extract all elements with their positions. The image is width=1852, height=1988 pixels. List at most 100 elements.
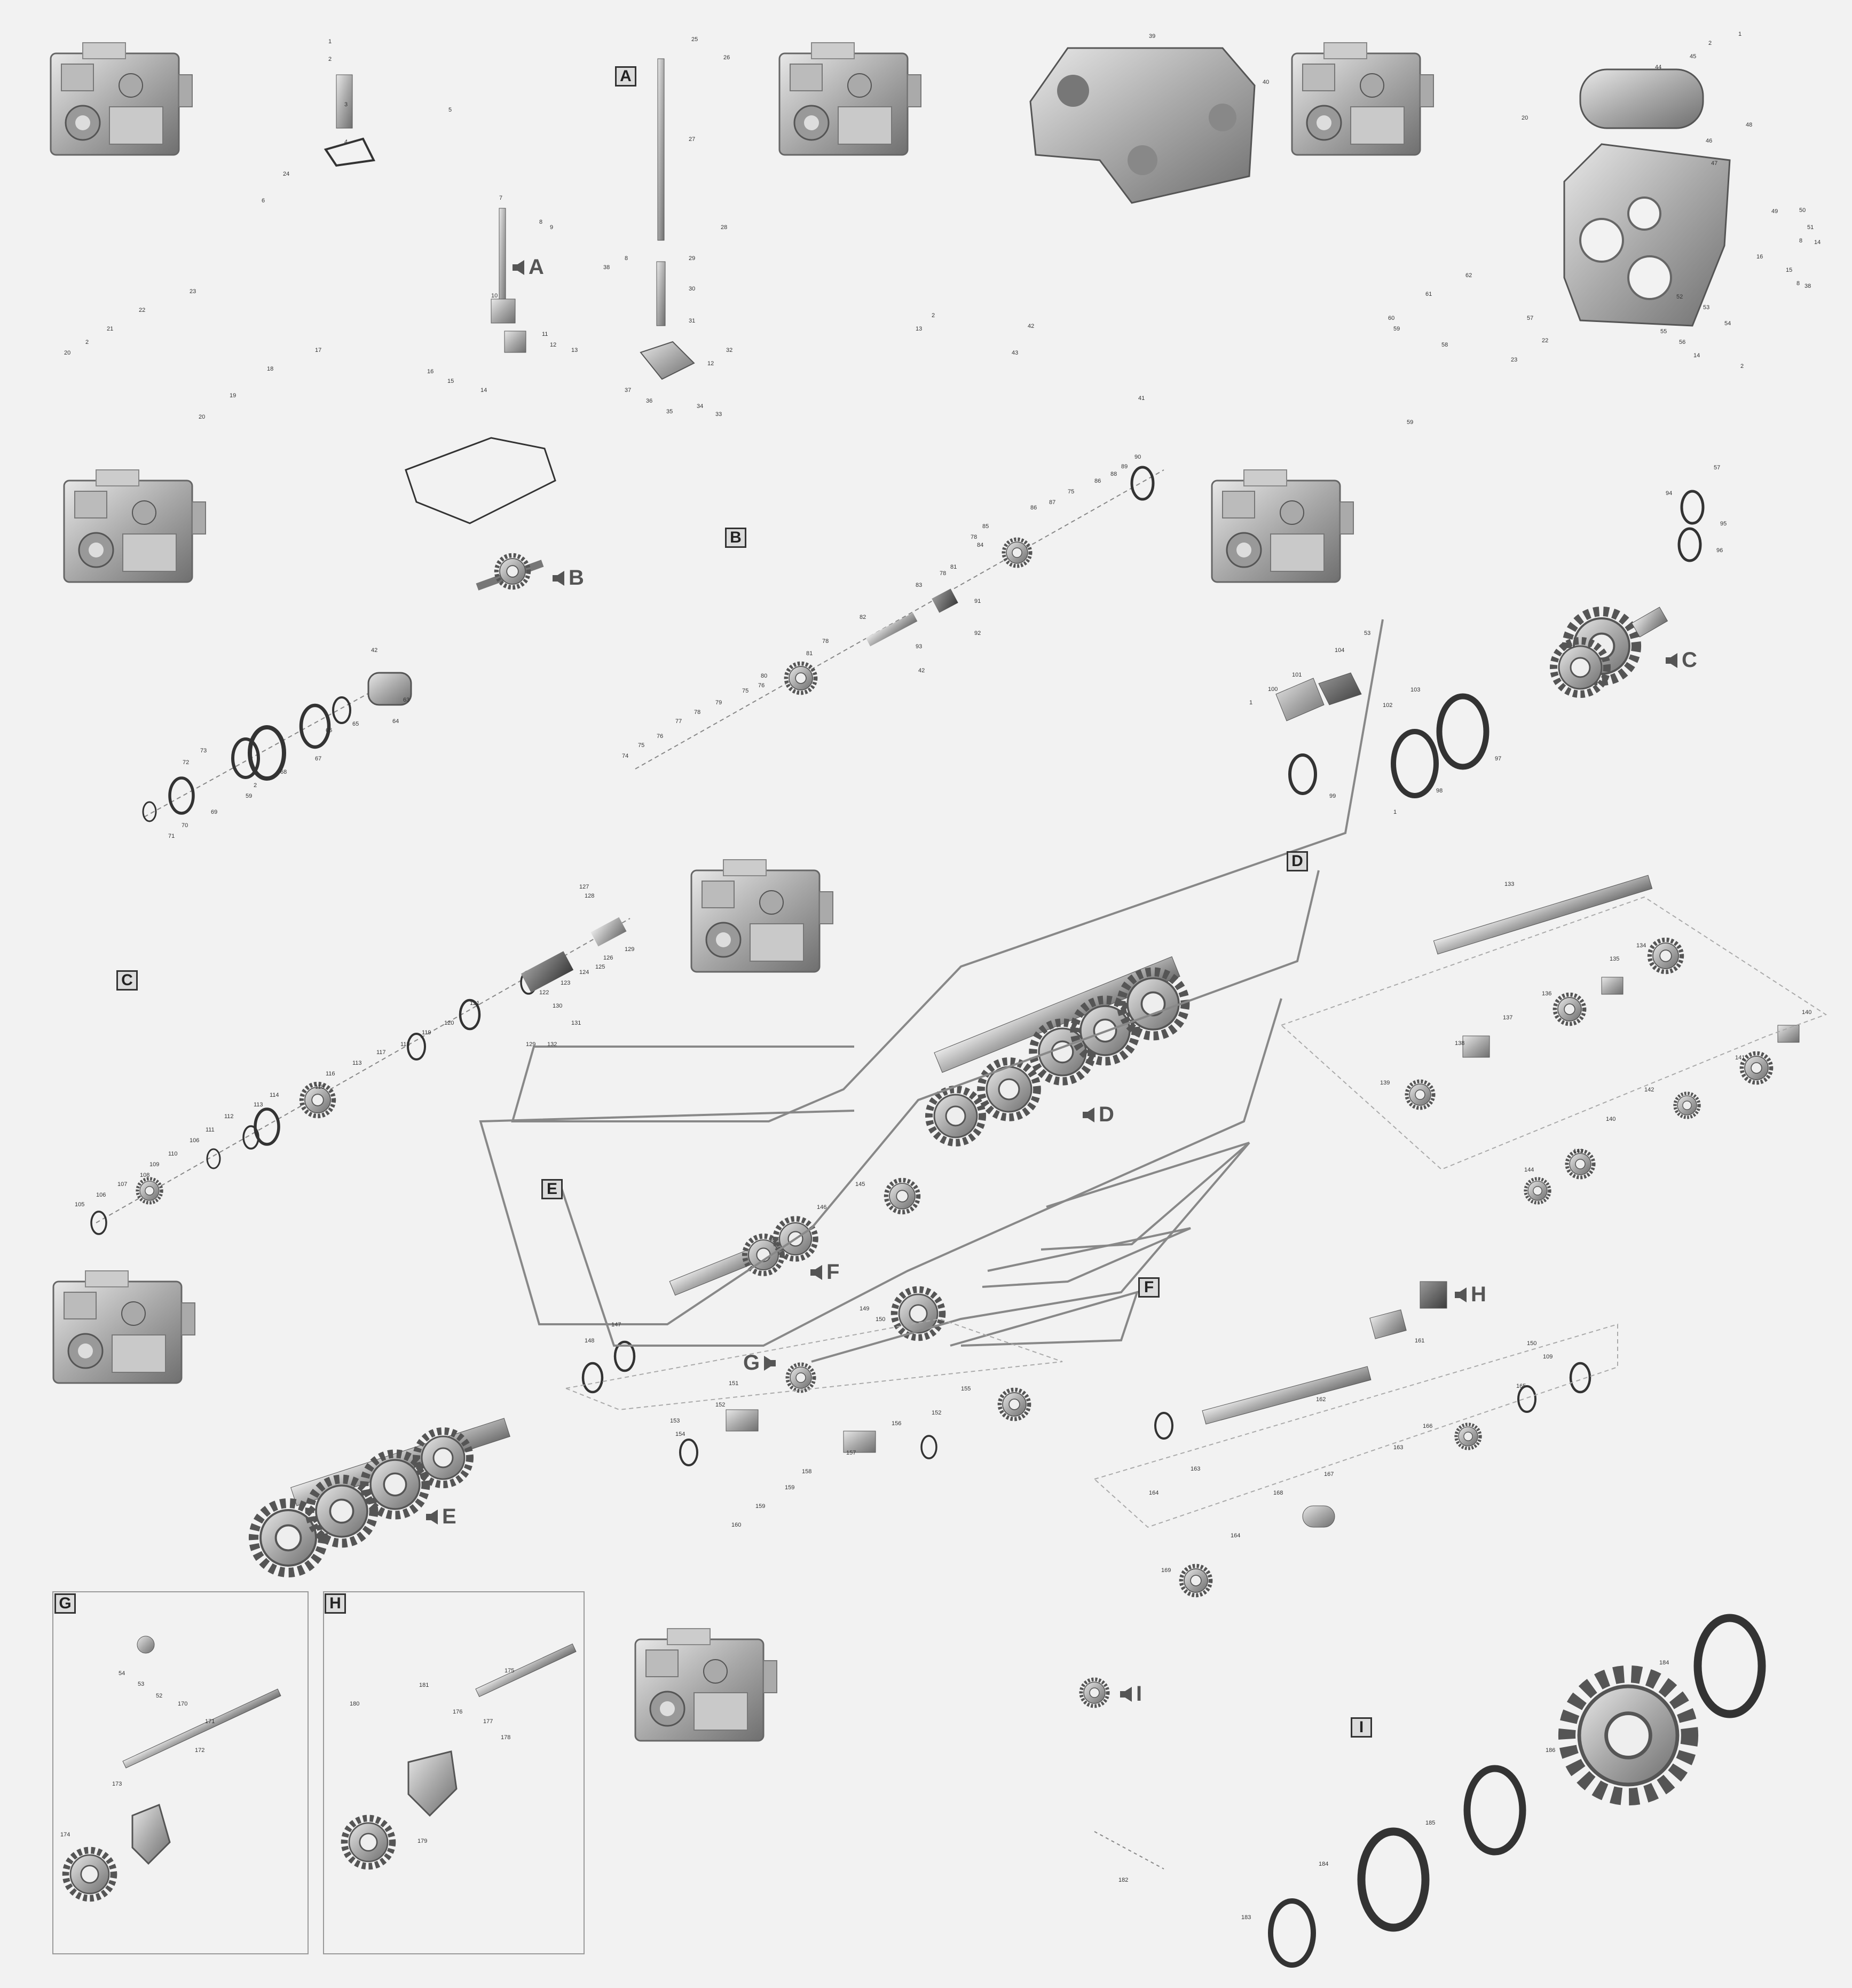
part-number-label: 22	[1542, 337, 1549, 344]
part-number-label: 1	[1393, 809, 1397, 815]
part-number-label: 2	[85, 339, 89, 345]
part-number-label: 150	[1527, 1340, 1537, 1347]
callout-i: I	[1120, 1682, 1142, 1706]
part-number-label: 143	[1573, 1148, 1583, 1154]
part-number-label: 15	[447, 378, 454, 384]
part-number-label: 61	[1425, 291, 1432, 297]
part-number-label: 171	[205, 1718, 215, 1725]
part-number-label: 153	[670, 1418, 680, 1424]
part-number-label: 106	[96, 1192, 106, 1198]
part-number-label: 121	[470, 1000, 480, 1007]
part-number-label: 137	[1503, 1015, 1513, 1021]
callout-c: C	[1666, 648, 1697, 672]
part-number-label: 41	[1138, 395, 1145, 402]
arrow-left-icon	[1120, 1686, 1132, 1702]
part-number-label: 78	[694, 709, 701, 716]
part-number-label: 73	[200, 748, 207, 754]
part-number-label: 14	[1693, 352, 1700, 359]
part-number-label: 38	[603, 264, 610, 271]
part-number-label: 108	[140, 1172, 150, 1178]
part-number-label: 7	[499, 195, 503, 201]
part-number-label: 52	[156, 1693, 163, 1699]
part-number-label: 75	[1068, 489, 1075, 495]
part-number-label: 129	[625, 946, 635, 953]
part-number-label: 125	[595, 964, 605, 970]
part-number-label: 20	[199, 414, 206, 420]
part-number-label: 144	[1524, 1167, 1534, 1173]
part-number-label: 38	[1804, 283, 1811, 289]
part-number-label: 16	[1756, 254, 1763, 260]
part-number-label: 98	[1436, 788, 1443, 794]
arrow-left-icon	[1666, 653, 1677, 668]
part-number-label: 180	[350, 1701, 360, 1707]
main-housing	[1563, 68, 1731, 327]
part-number-label: 145	[855, 1181, 865, 1188]
part-number-label: 2	[254, 782, 257, 789]
part-number-label: 147	[611, 1322, 621, 1328]
callout-d: D	[1083, 1103, 1114, 1127]
part-number-label: 75	[638, 742, 645, 749]
part-number-label: 166	[1423, 1423, 1433, 1429]
part-number-label: 114	[270, 1092, 279, 1098]
arrow-left-icon	[553, 570, 564, 586]
part-number-label: 64	[392, 718, 399, 725]
part-number-label: 99	[1329, 793, 1336, 799]
part-number-label: 124	[579, 969, 589, 976]
part-number-label: 34	[697, 403, 704, 410]
part-number-label: 15	[1786, 267, 1793, 273]
part-number-label: 55	[1660, 328, 1667, 335]
part-number-label: 86	[1094, 478, 1101, 484]
part-number-label: 1	[1738, 31, 1742, 37]
part-number-label: 45	[1690, 53, 1697, 60]
part-number-label: 116	[326, 1071, 335, 1077]
part-number-label: 3	[344, 101, 348, 108]
part-number-label: 51	[1807, 224, 1814, 231]
part-number-label: 179	[417, 1838, 428, 1844]
part-number-label: 159	[755, 1503, 766, 1510]
part-number-label: 35	[666, 408, 673, 415]
part-number-label: 126	[603, 955, 613, 961]
part-number-label: 54	[1724, 320, 1731, 327]
part-number-label: 13	[916, 326, 923, 332]
part-number-label: 164	[1231, 1533, 1241, 1539]
part-number-label: 104	[1335, 647, 1345, 654]
section-label-h: H	[325, 1593, 346, 1614]
bearing-flange	[1275, 672, 1486, 796]
part-number-label: 30	[689, 286, 696, 292]
part-number-label: 25	[691, 36, 698, 43]
part-number-label: 81	[950, 564, 957, 570]
part-number-label: 2	[1708, 40, 1712, 46]
part-number-label: 115	[315, 1084, 325, 1090]
part-number-label: 151	[729, 1380, 739, 1387]
oil-pan-gasket	[405, 437, 556, 591]
part-number-label: 93	[916, 643, 923, 650]
part-number-label: 158	[802, 1468, 812, 1475]
part-number-label: 82	[860, 614, 866, 620]
part-number-label: 185	[1425, 1820, 1436, 1826]
part-number-label: 178	[501, 1734, 511, 1741]
part-number-label: 131	[571, 1020, 581, 1026]
shift-rod-a	[640, 58, 695, 380]
part-number-label: 20	[64, 350, 71, 356]
part-number-label: 78	[822, 638, 829, 645]
part-number-label: 58	[1441, 342, 1448, 348]
part-number-label: 2	[1740, 363, 1744, 370]
part-number-label: 37	[625, 387, 632, 394]
section-label-g: G	[54, 1593, 76, 1614]
part-number-label: 111	[206, 1127, 215, 1133]
section-label-i: I	[1351, 1717, 1372, 1738]
part-number-label: 11	[542, 331, 548, 337]
part-number-label: 28	[721, 224, 728, 231]
callout-e: E	[426, 1505, 456, 1529]
part-number-label: 135	[1610, 956, 1620, 962]
callout-h: H	[1455, 1283, 1486, 1307]
part-number-label: 89	[1121, 463, 1128, 470]
part-number-label: 76	[657, 733, 664, 740]
part-number-label: 81	[806, 650, 813, 657]
part-number-label: 42	[371, 647, 378, 654]
part-number-label: 53	[1364, 630, 1371, 637]
part-number-label: 110	[168, 1151, 178, 1157]
part-number-label: 91	[974, 598, 981, 604]
arrow-left-icon	[426, 1509, 438, 1525]
